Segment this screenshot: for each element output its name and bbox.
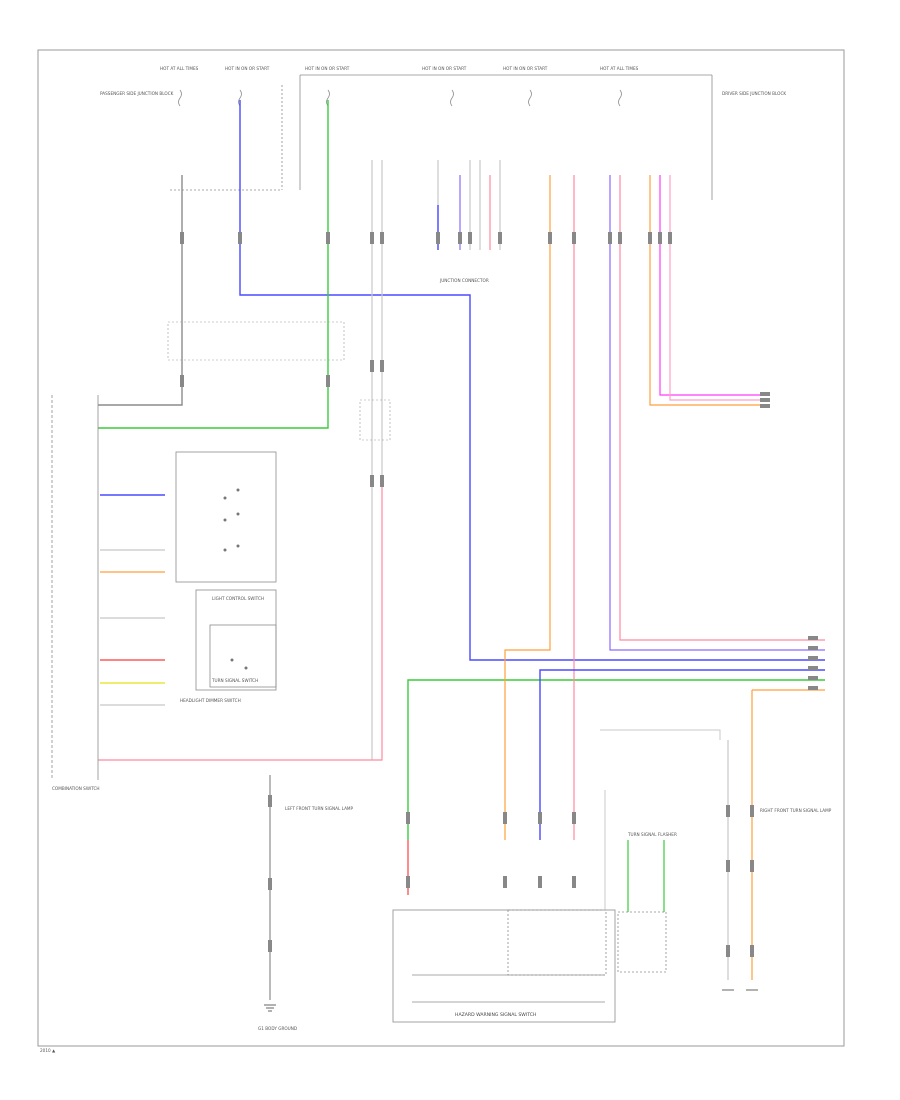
wire-green-main	[98, 100, 825, 840]
fuse-label-2: HOT IN ON OR START	[225, 66, 270, 71]
junction-connector-label: JUNCTION CONNECTOR	[439, 278, 489, 283]
wire-red-switch	[100, 659, 409, 895]
pass-junction-label: PASSENGER SIDE JUNCTION BLOCK	[100, 91, 174, 96]
wire-violet-junction	[459, 175, 825, 651]
driver-junction-label: DRIVER SIDE JUNCTION BLOCK	[722, 91, 786, 96]
headlight-dimmer-label: HEADLIGHT DIMMER SWITCH	[180, 698, 241, 703]
wire-blue-main	[100, 100, 825, 661]
fuse-label-6: HOT AT ALL TIMES	[600, 66, 639, 71]
light-control-label: LIGHT CONTROL SWITCH	[212, 596, 264, 601]
page-footer: 2010 ▲	[40, 1048, 56, 1053]
flasher-gray-wires	[600, 729, 721, 910]
fuses	[178, 89, 622, 107]
wire-blue-junction	[437, 205, 825, 840]
fuse-label-1: HOT AT ALL TIMES	[160, 66, 199, 71]
wire-pink-junction-2	[669, 175, 760, 401]
diagram-frame	[37, 49, 845, 1047]
wire-orange-junction	[100, 175, 825, 980]
fuse-labels: HOT AT ALL TIMES HOT IN ON OR START HOT …	[100, 66, 786, 96]
right-turn-lamp-label: RIGHT FRONT TURN SIGNAL LAMP	[760, 808, 832, 813]
wire-black-left	[98, 175, 183, 406]
turn-signal-switch-label: TURN SIGNAL SWITCH	[211, 678, 258, 683]
hazard-switch-label: HAZARD WARNING SIGNAL SWITCH	[455, 1012, 536, 1018]
left-turn-lamp-label: LEFT FRONT TURN SIGNAL LAMP	[285, 806, 354, 811]
fuse-label-5: HOT IN ON OR START	[503, 66, 548, 71]
right-terminals	[760, 392, 818, 690]
wire-gray-switch	[100, 549, 729, 980]
connector-marks	[180, 232, 754, 957]
ground-symbol	[264, 1004, 276, 1012]
combination-switch	[51, 395, 277, 780]
ground-label: G1 BODY GROUND	[258, 1026, 297, 1031]
fuse-label-3: HOT IN ON OR START	[305, 66, 350, 71]
wire-gray-junction	[371, 160, 501, 760]
relay-box	[167, 321, 391, 441]
wire-magenta-junction	[659, 175, 760, 396]
flasher-wires	[627, 840, 665, 912]
hazard-switch-box	[392, 909, 667, 1023]
combo-switch-label: COMBINATION SWITCH	[52, 786, 100, 791]
wire-pink-junction	[98, 175, 825, 840]
fuse-label-4: HOT IN ON OR START	[422, 66, 467, 71]
top-fuse-bus	[170, 74, 713, 200]
switch-contacts	[223, 488, 248, 670]
flasher-label: TURN SIGNAL FLASHER	[627, 832, 677, 837]
